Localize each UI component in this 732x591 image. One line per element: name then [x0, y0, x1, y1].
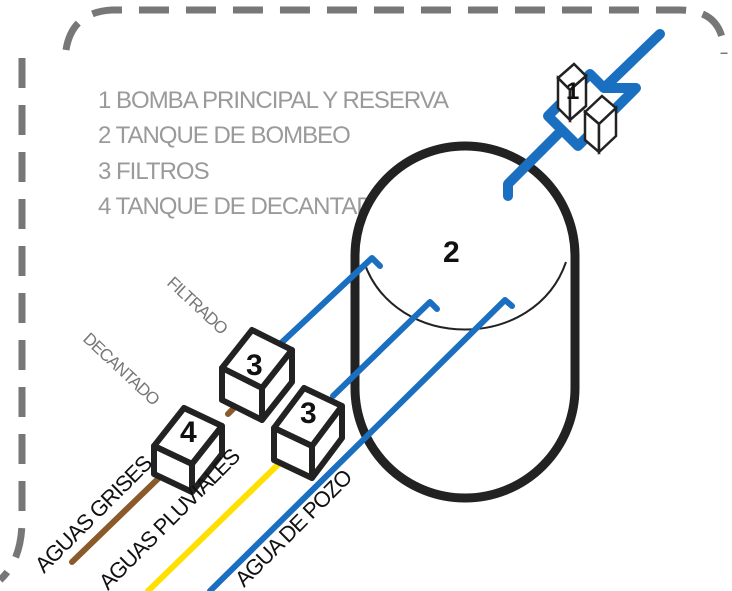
rainwater-filtered-pipe — [330, 299, 440, 399]
legend-item-tank: 2 TANQUE DE BOMBEO — [98, 122, 350, 149]
filter-upper-number: 3 — [246, 349, 263, 382]
filtered-pipe — [275, 255, 383, 349]
legend-item-pump: 1 BOMBA PRINCIPAL Y RESERVA — [98, 87, 449, 114]
site-boundary — [0, 6, 728, 583]
tank-number: 2 — [443, 236, 460, 269]
filtrado-label: FILTRADO — [163, 273, 231, 338]
pumping-tank: 2 — [350, 141, 580, 503]
agua-de-pozo-label: AGUA DE POZO — [230, 464, 357, 591]
grey-water-pipe — [69, 469, 168, 565]
decantado-label: DECANTADO — [79, 329, 163, 409]
decant-number: 4 — [180, 416, 197, 449]
filter-lower: 3 — [271, 385, 345, 481]
filter-upper: 3 — [219, 327, 295, 423]
filter-lower-number: 3 — [300, 397, 317, 430]
main-pump: 1 — [556, 62, 588, 124]
rain-water-pipe — [145, 450, 293, 591]
reserve-pump — [583, 94, 618, 155]
decant-tank: 4 — [151, 405, 225, 495]
well-water-pipe — [207, 297, 515, 591]
pump-discharge-pipe — [503, 145, 547, 201]
legend-item-filters: 3 FILTROS — [98, 158, 209, 185]
pump-number: 1 — [566, 78, 579, 105]
legend: 1 BOMBA PRINCIPAL Y RESERVA 2 TANQUE DE … — [98, 87, 450, 220]
legend-item-decant: 4 TANQUE DE DECANTADO — [98, 193, 391, 220]
